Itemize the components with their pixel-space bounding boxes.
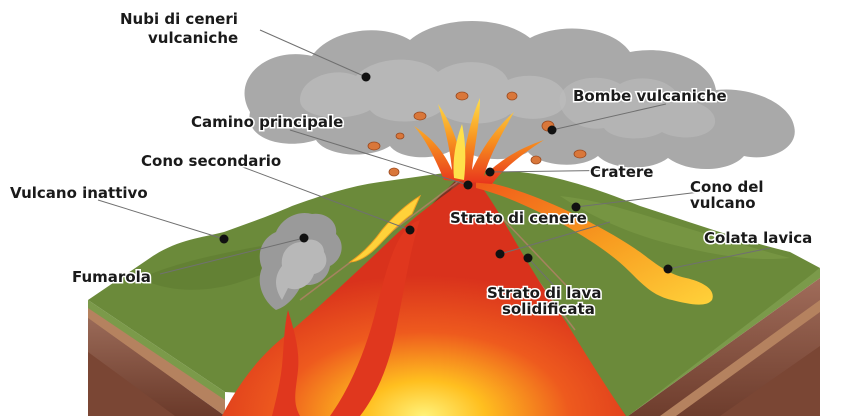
label-cono-secondario: Cono secondario: [141, 152, 281, 170]
label-nubi-line1: Nubi di ceneri: [120, 10, 238, 28]
label-fumarola: Fumarola: [72, 268, 151, 286]
label-colata: Colata lavica: [704, 229, 812, 247]
label-vulcano-inattivo: Vulcano inattivo: [10, 184, 148, 202]
label-nubi-line2: vulcaniche: [148, 29, 238, 47]
label-bombe: Bombe vulcaniche: [573, 87, 727, 105]
label-strato-lava-line2: solidificata: [502, 300, 595, 318]
label-cratere: Cratere: [590, 163, 653, 181]
label-camino: Camino principale: [191, 113, 343, 131]
label-cono-vulcano-line2: vulcano: [690, 194, 756, 212]
label-strato-cenere: Strato di cenere: [450, 209, 587, 227]
